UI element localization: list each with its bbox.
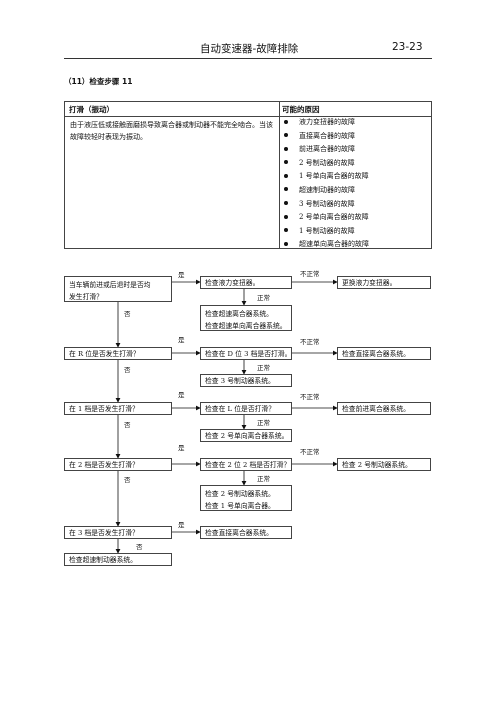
question-box-r-position: 在 R 位是否发生打滑？ [64, 347, 172, 360]
header-divider [64, 58, 432, 59]
yes-label: 是 [178, 336, 185, 344]
cause-list: 液力变扭器的故障 直接离合器的故障 前进离合器的故障 2 号制动器的故障 1 号… [282, 116, 369, 252]
no-label: 否 [124, 366, 131, 374]
cause-item: 超速单向离合器的故障 [282, 238, 369, 252]
cause-item: 前进离合器的故障 [282, 143, 369, 157]
fix-box-forward-clutch: 检查前进离合器系统。 [337, 402, 431, 415]
yes-label: 是 [178, 391, 185, 399]
bullet-icon [284, 119, 288, 124]
bullet-icon [284, 241, 288, 246]
no-label: 否 [124, 310, 131, 318]
cause-item: 直接离合器的故障 [282, 130, 369, 144]
bullet-icon [284, 173, 288, 178]
abnormal-label: 不正常 [300, 393, 320, 401]
check-box-torque-converter: 检查液力变扭器。 [200, 276, 292, 289]
bullet-icon [284, 146, 288, 151]
check-box-d3-slip: 检查在 D 位 3 档是否打滑。 [200, 347, 292, 360]
bullet-icon [284, 160, 288, 165]
bullet-icon [284, 187, 288, 192]
abnormal-label: 不正常 [300, 448, 320, 456]
check-box-brake-3: 检查 3 号制动器系统。 [200, 374, 292, 387]
bullet-icon [284, 201, 288, 206]
bullet-icon [284, 133, 288, 138]
cause-item: 超速制动器的故障 [282, 184, 369, 198]
question-box-gear-2: 在 2 档是否发生打滑？ [64, 458, 172, 471]
section-heading: （11）检查步骤 11 [64, 77, 133, 86]
final-box-overdrive-brake: 检查超速制动器系统。 [64, 553, 172, 566]
check-box-l-slip: 检查在 L 位是否打滑？ [200, 402, 292, 415]
cause-item: 2 号单向离合器的故障 [282, 211, 369, 225]
symptom-header: 打滑（振动） [69, 105, 114, 114]
table-header-row [65, 102, 431, 117]
check-box-overdrive-clutch: 检查超速离合器系统。 检查超速单向离合器系统。 [200, 305, 292, 331]
normal-label: 正常 [257, 294, 270, 302]
symptom-cause-table: 打滑（振动） 可能的原因 由于液压低或接触面磨损导致离合器或制动器不能完全啮合。… [64, 101, 432, 249]
yes-label: 是 [178, 521, 185, 529]
cause-item: 3 号制动器的故障 [282, 198, 369, 212]
page-header-title: 自动变速器-故障排除 [200, 43, 299, 55]
bullet-icon [284, 228, 288, 233]
page-number: 23-23 [392, 41, 423, 53]
fix-box-direct-clutch: 检查直接离合器系统。 [337, 347, 431, 360]
check-box-brake-2-oneway-1: 检查 2 号制动器系统。 检查 1 号单向离合器。 [200, 485, 292, 511]
abnormal-label: 不正常 [300, 270, 320, 278]
question-box-gear-1: 在 1 档是否发生打滑？ [64, 402, 172, 415]
cause-item: 1 号单向离合器的故障 [282, 170, 369, 184]
causes-header: 可能的原因 [282, 105, 320, 114]
cause-item: 液力变扭器的故障 [282, 116, 369, 130]
no-label: 否 [124, 476, 131, 484]
check-box-2-position-slip: 检查在 2 位 2 档是否打滑？ [200, 458, 292, 471]
cause-item: 2 号制动器的故障 [282, 157, 369, 171]
no-label: 否 [136, 543, 143, 551]
bullet-icon [284, 214, 288, 219]
fix-box-brake-2: 检查 2 号制动器系统。 [337, 458, 431, 471]
question-box-forward-reverse: 当车辆前进或后退时是否均 发生打滑？ [64, 276, 172, 302]
question-box-gear-3: 在 3 档是否发生打滑？ [64, 526, 172, 539]
normal-label: 正常 [257, 419, 270, 427]
fix-box-replace-converter: 更换液力变扭器。 [337, 276, 431, 289]
symptom-description: 由于液压低或接触面磨损导致离合器或制动器不能完全啮合。当该故障较轻时表现为振动。 [70, 121, 273, 141]
cause-item: 1 号制动器的故障 [282, 225, 369, 239]
normal-label: 正常 [257, 364, 270, 372]
check-box-oneway-clutch-2: 检查 2 号单向离合器系统。 [200, 429, 292, 442]
yes-label: 是 [178, 271, 185, 279]
no-label: 否 [124, 421, 131, 429]
abnormal-label: 不正常 [300, 338, 320, 346]
check-box-direct-clutch: 检查直接离合器系统。 [200, 526, 292, 539]
normal-label: 正常 [257, 475, 270, 483]
yes-label: 是 [178, 444, 185, 452]
table-column-divider [279, 102, 280, 248]
